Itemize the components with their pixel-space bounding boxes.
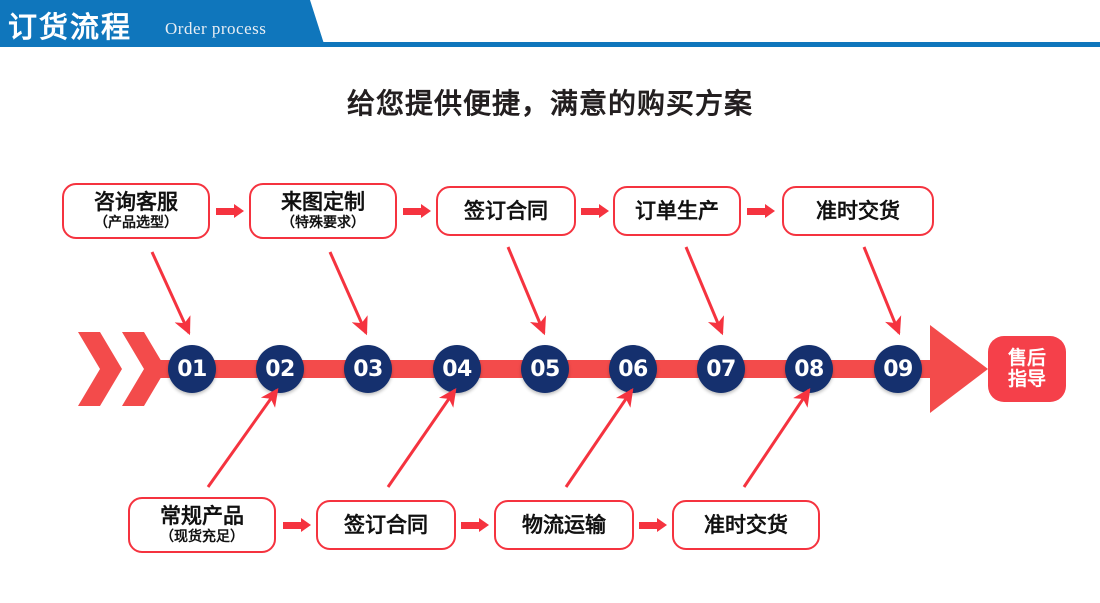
top-connector-arrow-2 xyxy=(403,204,431,218)
diagonal-arrow-to-08 xyxy=(742,388,811,488)
top-box-5[interactable]: 准时交货 xyxy=(782,186,934,236)
top-box-4[interactable]: 订单生产 xyxy=(613,186,741,236)
top-box-3[interactable]: 签订合同 xyxy=(436,186,576,236)
timeline-step-06[interactable]: 06 xyxy=(609,345,657,393)
top-box-2-line2: （特殊要求） xyxy=(281,214,365,231)
top-box-2-line1: 来图定制 xyxy=(281,189,365,214)
timeline-arrowhead-icon xyxy=(930,325,988,413)
chevron-icon-1 xyxy=(78,332,122,406)
top-connector-arrow-4 xyxy=(747,204,775,218)
diagonal-arrow-to-04 xyxy=(386,388,457,488)
bottom-box-4[interactable]: 准时交货 xyxy=(672,500,820,550)
after-sales-badge-line2: 指导 xyxy=(1007,368,1046,390)
diagonal-arrow-to-03 xyxy=(328,251,368,336)
timeline-step-03[interactable]: 03 xyxy=(344,345,392,393)
diagonal-arrow-to-02 xyxy=(206,388,279,488)
top-box-1-line2: （产品选型） xyxy=(94,214,178,231)
bottom-box-1-line1: 常规产品 xyxy=(160,503,244,528)
timeline-step-02[interactable]: 02 xyxy=(256,345,304,393)
header-title-en: Order process xyxy=(165,19,267,38)
top-box-2[interactable]: 来图定制 （特殊要求） xyxy=(249,183,397,239)
bottom-connector-arrow-3 xyxy=(639,518,667,532)
timeline-step-01[interactable]: 01 xyxy=(168,345,216,393)
bottom-box-1[interactable]: 常规产品 （现货充足） xyxy=(128,497,276,553)
after-sales-badge[interactable]: 售后 指导 xyxy=(988,336,1066,402)
bottom-box-3[interactable]: 物流运输 xyxy=(494,500,634,550)
header-title-cn: 订货流程 xyxy=(8,10,133,44)
timeline-step-07[interactable]: 07 xyxy=(697,345,745,393)
bottom-box-4-line1: 准时交货 xyxy=(704,512,788,537)
bottom-box-2-line1: 签订合同 xyxy=(344,512,428,537)
top-box-5-line1: 准时交货 xyxy=(816,198,900,223)
timeline-step-05[interactable]: 05 xyxy=(521,345,569,393)
page-subtitle: 给您提供便捷，满意的购买方案 xyxy=(346,87,753,120)
diagonal-arrow-to-06 xyxy=(564,388,634,488)
bottom-box-3-line1: 物流运输 xyxy=(522,512,606,537)
top-box-4-line1: 订单生产 xyxy=(635,198,719,223)
top-connector-arrow-1 xyxy=(216,204,244,218)
top-box-3-line1: 签订合同 xyxy=(464,198,548,223)
bottom-connector-arrow-2 xyxy=(461,518,489,532)
top-box-1-line1: 咨询客服 xyxy=(94,189,178,214)
bottom-box-1-line2: （现货充足） xyxy=(160,528,244,545)
timeline-step-09[interactable]: 09 xyxy=(874,345,922,393)
diagonal-arrow-to-09 xyxy=(862,246,902,336)
bottom-box-2[interactable]: 签订合同 xyxy=(316,500,456,550)
header-banner xyxy=(0,0,325,47)
bottom-connector-arrow-1 xyxy=(283,518,311,532)
timeline-step-04[interactable]: 04 xyxy=(433,345,481,393)
diagonal-arrow-to-01 xyxy=(150,251,191,336)
timeline-step-08[interactable]: 08 xyxy=(785,345,833,393)
top-connector-arrow-3 xyxy=(581,204,609,218)
top-box-1[interactable]: 咨询客服 （产品选型） xyxy=(62,183,210,239)
diagonal-arrow-to-07 xyxy=(684,246,725,336)
diagonal-arrow-to-05 xyxy=(506,246,547,336)
header-underline xyxy=(0,42,1100,47)
after-sales-badge-line1: 售后 xyxy=(1007,346,1046,369)
